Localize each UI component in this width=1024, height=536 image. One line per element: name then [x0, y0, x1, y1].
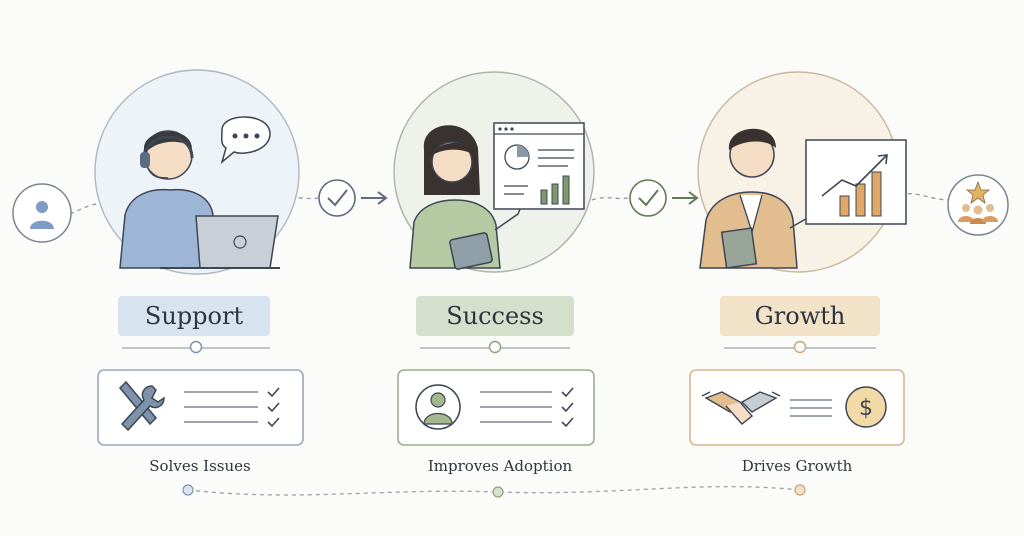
- caption-support: Solves Issues: [149, 457, 251, 475]
- stage-label-success: Success: [416, 296, 574, 336]
- check-node-1: [318, 179, 388, 217]
- stage-label-growth: Growth: [720, 296, 880, 336]
- support-card: [97, 369, 304, 446]
- rail-dots: [189, 340, 807, 354]
- check-list-icons-2: [561, 387, 574, 428]
- success-card: [397, 369, 595, 446]
- dollar-glyph: $: [859, 396, 873, 421]
- support-illustration: [94, 69, 300, 275]
- growth-card: $: [689, 369, 905, 446]
- team-star-icon: [958, 180, 998, 224]
- tools-icon: [118, 380, 165, 432]
- user-icon: [30, 201, 54, 229]
- growth-illustration: [697, 71, 907, 273]
- bottom-connector: [182, 484, 806, 498]
- success-illustration: [393, 71, 595, 273]
- handshake-icon: [701, 391, 781, 425]
- caption-growth: Drives Growth: [741, 457, 853, 475]
- caption-success: Improves Adoption: [427, 457, 573, 475]
- person-icon: [415, 384, 461, 430]
- check-list-icons: [267, 387, 280, 428]
- end-team-node: [947, 174, 1009, 236]
- stage-label-support: Support: [118, 296, 270, 336]
- dollar-icon: $: [845, 386, 887, 428]
- check-node-2: [629, 179, 699, 217]
- start-user-node: [12, 183, 72, 243]
